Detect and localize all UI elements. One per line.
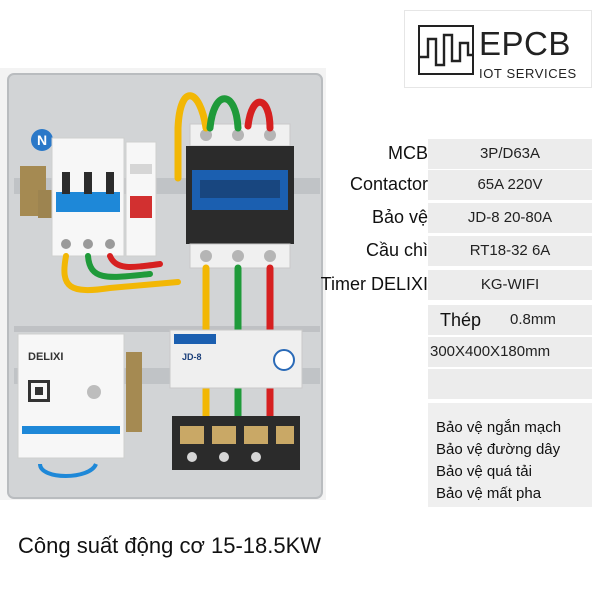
contactor (186, 123, 294, 269)
spec-row-contactor: Contactor 65A 220V (328, 168, 592, 200)
neutral-badge (31, 129, 53, 151)
spec-row-protection: Bảo vệ JD-8 20-80A (328, 201, 592, 233)
spec-value: 3P/D63A (428, 139, 592, 169)
spec-row-steel: Thép 0.8mm (428, 305, 592, 335)
spec-row-timer: Timer DELIXI KG-WIFI (321, 268, 592, 300)
relay-model-label: JD-8 (182, 352, 202, 362)
protection-item: Bảo vệ mất pha (436, 485, 542, 502)
protection-list: Bảo vệ ngắn mạch Bảo vệ đường dây Bảo vệ… (428, 403, 592, 507)
spec-value: 65A 220V (428, 170, 592, 200)
wires (61, 92, 274, 420)
spec-value: JD-8 20-80A (428, 203, 592, 233)
timer-wire (38, 462, 98, 478)
logo-title: EPCB (479, 25, 571, 62)
spec-value: RT18-32 6A (428, 236, 592, 266)
output-terminal-block (172, 416, 300, 470)
spec-label: Contactor (349, 174, 428, 194)
panel-illustration: N (7, 73, 323, 499)
spec-row-empty (428, 369, 592, 399)
spec-label: Bảo vệ (371, 207, 428, 227)
timer-brand-label: DELIXI (28, 351, 63, 363)
spec-value: KG-WIFI (428, 270, 592, 300)
protection-relay: JD-8 (169, 329, 303, 389)
spec-label: Timer DELIXI (320, 274, 428, 294)
steel-value: 0.8mm (510, 311, 556, 328)
spec-row-mcb: MCB 3P/D63A (328, 137, 592, 169)
logo-circuit-icon (418, 25, 474, 75)
power-caption: Công suất động cơ 15-18.5KW (18, 533, 322, 558)
neutral-label: N (37, 132, 47, 148)
spec-label: MCB (388, 143, 428, 163)
delixi-timer: DELIXI (17, 333, 142, 459)
protection-item: Bảo vệ ngắn mạch (436, 419, 562, 436)
panel-photo: N (0, 68, 326, 500)
spec-row-dimensions: 300X400X180mm (428, 337, 592, 367)
logo-subtitle: IOT SERVICES (479, 66, 577, 81)
protection-item: Bảo vệ đường dây (436, 441, 561, 458)
spec-row-fuse: Cầu chì RT18-32 6A (328, 234, 592, 266)
fuse-holder (125, 141, 157, 257)
steel-label: Thép (440, 310, 482, 330)
protection-item: Bảo vệ quá tải (436, 463, 532, 480)
spec-label: Cầu chì (365, 240, 428, 260)
epcb-logo: EPCB IOT SERVICES (404, 10, 592, 88)
mcb-breaker (51, 137, 125, 257)
